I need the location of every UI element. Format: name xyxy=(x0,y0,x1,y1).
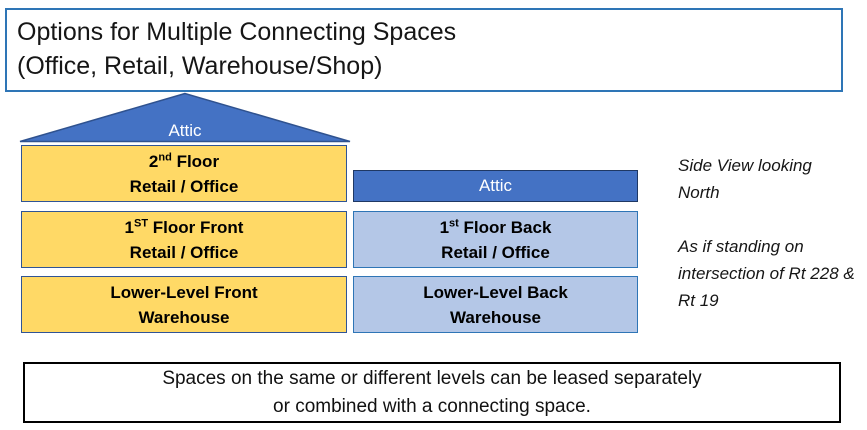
box-line1-text: 1 xyxy=(439,217,450,237)
box-line-1: Lower-Level Back xyxy=(354,280,637,305)
box-line-1: 2nd Floor xyxy=(22,149,346,174)
roof-attic-shape: Attic xyxy=(18,92,352,143)
box-line1-rest: Floor Back xyxy=(458,217,552,237)
box-lower-level-back-warehouse: Lower-Level Back Warehouse xyxy=(353,276,638,333)
box-line1-superscript: ST xyxy=(134,216,149,229)
box-line1-superscript: nd xyxy=(158,150,172,163)
box-line1-superscript: st xyxy=(449,216,459,229)
attic-bar-label: Attic xyxy=(478,176,513,195)
footer-note-line-2: or combined with a connecting space. xyxy=(273,395,591,417)
box-attic-back: Attic xyxy=(353,170,638,202)
page-title-line-2: (Office, Retail, Warehouse/Shop) xyxy=(17,52,383,80)
box-line-1: 1st Floor Back xyxy=(354,215,637,240)
box-line1-text: 2 xyxy=(148,151,159,171)
footer-note-box: Spaces on the same or different levels c… xyxy=(23,362,841,423)
box-line1-text: Lower-Level Back xyxy=(423,282,568,302)
box-line-1: Lower-Level Front xyxy=(22,280,346,305)
title-box: Options for Multiple Connecting Spaces (… xyxy=(5,8,843,92)
box-line-2: Retail / Office xyxy=(441,242,550,262)
side-note-view-direction: Side View looking North xyxy=(678,156,812,202)
side-note-vantage-point: As if standing on intersection of Rt 228… xyxy=(678,237,855,310)
box-line1-rest: Floor xyxy=(171,151,220,171)
roof-triangle-icon xyxy=(19,92,351,143)
roof-attic-label: Attic xyxy=(168,121,202,140)
box-line-2: Retail / Office xyxy=(129,176,239,196)
box-line-1: 1ST Floor Front xyxy=(22,215,346,240)
box-lower-level-front-warehouse: Lower-Level Front Warehouse xyxy=(21,276,347,333)
box-1st-floor-back-retail-office: 1st Floor Back Retail / Office xyxy=(353,211,638,268)
footer-note-line-1: Spaces on the same or different levels c… xyxy=(162,367,702,389)
box-line-2: Warehouse xyxy=(449,307,541,327)
box-line1-text: Lower-Level Front xyxy=(110,282,258,302)
box-line1-rest: Floor Front xyxy=(148,217,244,237)
side-notes: Side View looking North As if standing o… xyxy=(678,152,856,314)
page-title-line-1: Options for Multiple Connecting Spaces xyxy=(17,18,457,46)
box-2nd-floor-retail-office: 2nd Floor Retail / Office xyxy=(21,145,347,202)
box-line-2: Retail / Office xyxy=(129,242,239,262)
box-line-2: Warehouse xyxy=(138,307,230,327)
box-line1-text: 1 xyxy=(124,217,135,237)
box-1st-floor-front-retail-office: 1ST Floor Front Retail / Office xyxy=(21,211,347,268)
